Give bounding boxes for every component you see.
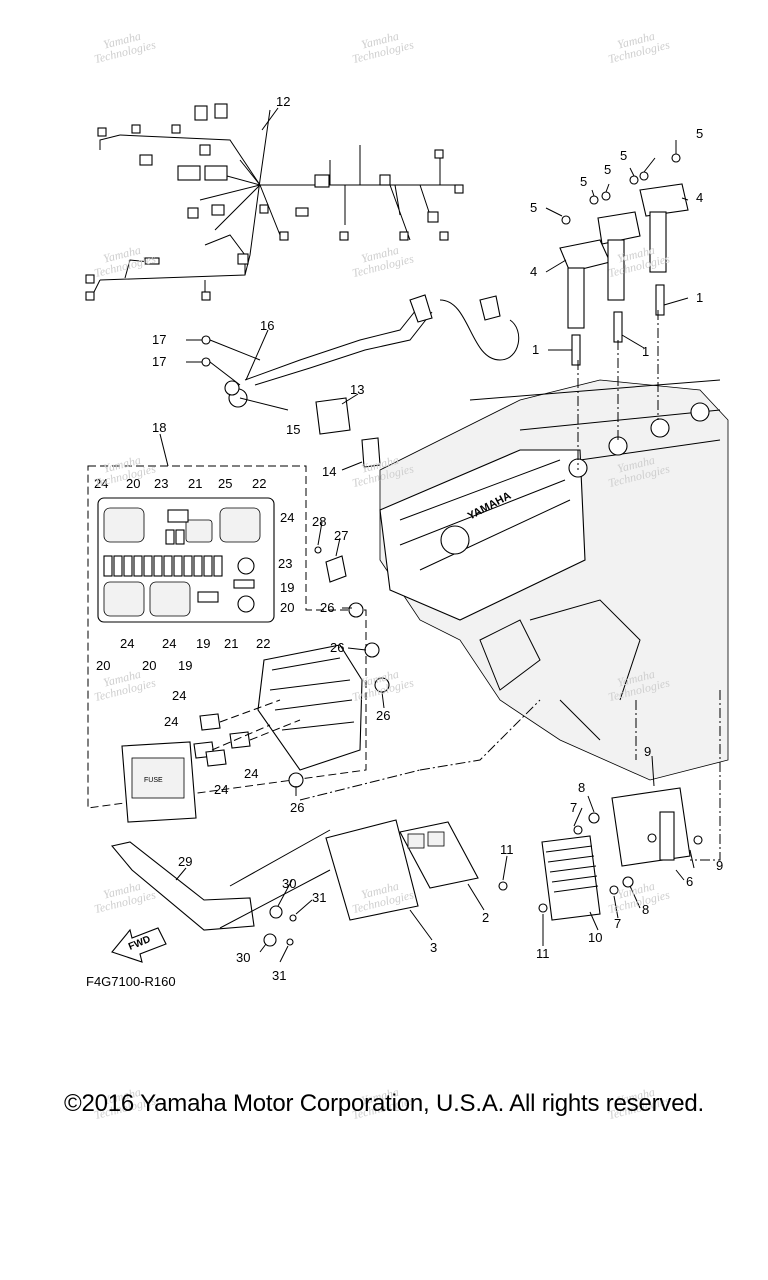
callout-1: 1 (642, 344, 649, 359)
leader-lines (159, 107, 695, 963)
callout-19: 19 (196, 636, 210, 651)
callout-27: 27 (334, 528, 348, 543)
callout-15: 15 (286, 422, 300, 437)
diagram-reference-code: F4G7100-R160 (86, 974, 176, 989)
callout-8: 8 (642, 902, 649, 917)
callout-28: 28 (312, 514, 326, 529)
callout-3: 3 (430, 940, 437, 955)
wire-harness (85, 103, 464, 301)
callout-26: 26 (320, 600, 334, 615)
callout-20: 20 (142, 658, 156, 673)
callout-24: 24 (172, 688, 186, 703)
rectifier-regulator (110, 690, 721, 947)
callout-26: 26 (290, 800, 304, 815)
callout-31: 31 (272, 968, 286, 983)
callout-20: 20 (126, 476, 140, 491)
callout-2: 2 (482, 910, 489, 925)
callout-18: 18 (152, 420, 166, 435)
fuse-box-housing (121, 546, 390, 823)
callout-26: 26 (376, 708, 390, 723)
callout-30: 30 (236, 950, 250, 965)
callout-5: 5 (696, 126, 703, 141)
callout-7: 7 (614, 916, 621, 931)
callout-23: 23 (154, 476, 168, 491)
fwd-arrow-icon (111, 927, 167, 963)
callout-24: 24 (280, 510, 294, 525)
callout-5: 5 (604, 162, 611, 177)
callout-7: 7 (570, 800, 577, 815)
callout-1: 1 (532, 342, 539, 357)
callout-9: 9 (716, 858, 723, 873)
engine-block (379, 310, 729, 781)
callout-31: 31 (312, 890, 326, 905)
callout-13: 13 (350, 382, 364, 397)
callout-30: 30 (282, 876, 296, 891)
callout-20: 20 (280, 600, 294, 615)
callout-11: 11 (500, 842, 514, 857)
callout-14: 14 (322, 464, 336, 479)
fuse-box-frame (87, 465, 367, 809)
callout-21: 21 (188, 476, 202, 491)
callout-17: 17 (152, 332, 166, 347)
callout-19: 19 (280, 580, 294, 595)
callout-11: 11 (536, 946, 550, 961)
callout-29: 29 (178, 854, 192, 869)
callout-16: 16 (260, 318, 274, 333)
ignition-coils (559, 153, 689, 366)
callout-24: 24 (94, 476, 108, 491)
callout-8: 8 (578, 780, 585, 795)
callout-21: 21 (224, 636, 238, 651)
callout-9: 9 (644, 744, 651, 759)
sensor-harness (201, 294, 520, 468)
callout-1: 1 (696, 290, 703, 305)
callout-22: 22 (256, 636, 270, 651)
callout-20: 20 (96, 658, 110, 673)
callout-24: 24 (162, 636, 176, 651)
callout-17: 17 (152, 354, 166, 369)
callout-19: 19 (178, 658, 192, 673)
callout-24: 24 (244, 766, 258, 781)
callout-24: 24 (214, 782, 228, 797)
callout-23: 23 (278, 556, 292, 571)
callout-10: 10 (588, 930, 602, 945)
callout-25: 25 (218, 476, 232, 491)
callout-5: 5 (620, 148, 627, 163)
fuse-row (103, 555, 223, 577)
copyright-notice: ©2016 Yamaha Motor Corporation, U.S.A. A… (64, 1090, 704, 1117)
callout-labels: 12 5 5 5 5 5 4 4 1 1 1 16 17 17 15 13 14… (94, 94, 723, 983)
callout-24: 24 (164, 714, 178, 729)
callout-22: 22 (252, 476, 266, 491)
callout-26: 26 (330, 640, 344, 655)
callout-5: 5 (530, 200, 537, 215)
callout-6: 6 (686, 874, 693, 889)
callout-12: 12 (276, 94, 290, 109)
ecu-label: FUSE (144, 777, 163, 784)
callout-5: 5 (580, 174, 587, 189)
callout-4: 4 (530, 264, 537, 279)
callout-4: 4 (696, 190, 703, 205)
callout-24: 24 (120, 636, 134, 651)
